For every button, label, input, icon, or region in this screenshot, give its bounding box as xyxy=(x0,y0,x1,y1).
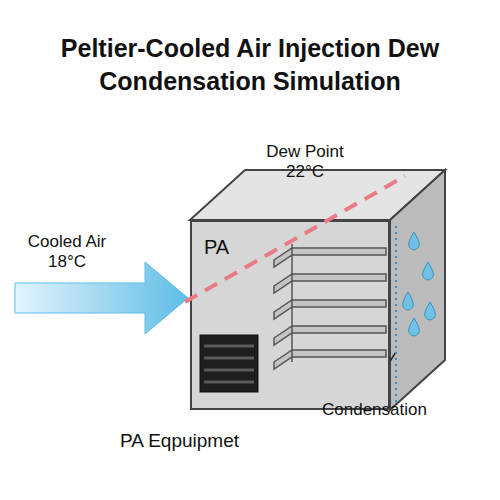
vent-slat xyxy=(204,381,254,384)
airflow-arrow xyxy=(15,262,188,334)
droplet xyxy=(425,302,436,320)
cooling-fin xyxy=(274,274,386,293)
dew-point-line xyxy=(185,176,405,302)
title: Peltier-Cooled Air Injection Dew Condens… xyxy=(20,32,480,97)
cooling-fin xyxy=(274,248,386,267)
water-droplets xyxy=(403,232,436,336)
droplet xyxy=(403,292,414,310)
droplet xyxy=(409,232,420,250)
cooling-fin xyxy=(274,350,386,369)
droplet xyxy=(409,318,420,336)
droplet xyxy=(423,262,434,280)
vent-slat xyxy=(204,345,254,348)
housing-side xyxy=(390,170,445,410)
vent-slat xyxy=(204,357,254,360)
equipment-caption: PA Eqpuipmet xyxy=(120,430,380,453)
dew-point-label: Dew Point 22°C xyxy=(250,142,360,183)
air-temperature-label: Cooled Air 18°C xyxy=(12,232,122,273)
cooling-fin xyxy=(274,326,386,345)
equipment-label: PA xyxy=(204,236,229,259)
condensation-film xyxy=(395,226,397,402)
equipment-housing: PA xyxy=(190,220,390,410)
vent-slat xyxy=(204,369,254,372)
condensation-label: Condensation xyxy=(322,400,492,420)
cooling-fin xyxy=(274,300,386,319)
vent-grill xyxy=(200,335,258,392)
fin-rail xyxy=(291,244,293,362)
